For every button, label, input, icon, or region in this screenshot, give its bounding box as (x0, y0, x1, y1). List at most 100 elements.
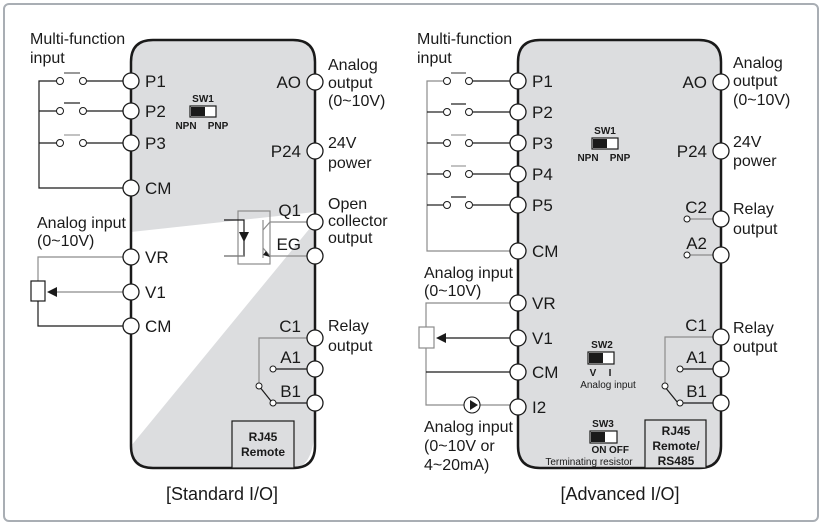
terminal-label: P1 (145, 72, 166, 91)
terminal-p5[interactable]: P5 (509, 196, 553, 215)
standard-sw1-switch[interactable]: SW1 NPN PNP (175, 94, 228, 132)
terminal-cm-analog[interactable]: CM (122, 317, 171, 336)
terminal-p1[interactable]: P1 (509, 72, 553, 91)
terminal-a2[interactable]: A2 (686, 234, 730, 264)
sw3-title: SW3 (592, 419, 614, 430)
standard-rj45-port[interactable]: RJ45 Remote (231, 420, 295, 469)
terminal-cm[interactable]: CM (509, 242, 558, 261)
sw1-left-label: NPN (175, 121, 196, 132)
sw1-right-label: PNP (208, 121, 229, 132)
sw3-right-label: OFF (609, 445, 629, 456)
terminal-label: V1 (145, 283, 166, 302)
advanced-rj45-port[interactable]: RJ45 Remote/ RS485 (644, 419, 707, 469)
terminal-label: AO (276, 73, 301, 92)
advanced-left-terminals: P1 P2 P3 P4 P5 CM VR V1 CM I2 (509, 72, 558, 417)
terminal-label: B1 (686, 382, 707, 401)
current-source-icon (463, 396, 481, 414)
terminal-ao[interactable]: AO (682, 73, 730, 92)
terminal-label: I2 (532, 398, 546, 417)
terminal-label: C1 (685, 316, 707, 335)
terminal-cm[interactable]: CM (122, 179, 171, 198)
terminal-p3[interactable]: P3 (122, 134, 166, 153)
terminal-p24[interactable]: P24 (677, 142, 730, 161)
standard-p24-label-2: power (328, 155, 372, 172)
terminal-label: V1 (532, 329, 553, 348)
advanced-relay1-wiring (664, 336, 713, 404)
terminal-p2[interactable]: P2 (509, 103, 553, 122)
standard-relay-label-2: output (328, 338, 373, 355)
standard-ao-label-3: (0~10V) (328, 93, 385, 110)
terminal-label: P2 (532, 103, 553, 122)
optocoupler-icon (224, 210, 307, 265)
terminal-a1[interactable]: A1 (686, 348, 730, 378)
terminal-label: A2 (686, 234, 707, 253)
pushbutton-p4 (443, 165, 473, 178)
terminal-p1[interactable]: P1 (122, 72, 166, 91)
advanced-sw3-switch[interactable]: SW3 ON OFF Terminating resistor (545, 419, 633, 468)
rj45-label-2: Remote/ (652, 439, 700, 453)
terminal-q1[interactable]: Q1 (278, 201, 324, 231)
relay-common-contact (661, 382, 669, 390)
rj45-label-3: RS485 (658, 454, 695, 468)
standard-ao-label-1: Analog (328, 57, 378, 74)
terminal-label: Q1 (278, 201, 301, 220)
terminal-label: A1 (280, 348, 301, 367)
standard-relay-label-1: Relay (328, 318, 369, 335)
terminal-vr[interactable]: VR (509, 294, 556, 313)
terminal-label: C1 (279, 317, 301, 336)
terminal-label: P5 (532, 196, 553, 215)
wiper-arrow-icon (47, 287, 57, 297)
potentiometer-icon (30, 280, 46, 302)
advanced-sw2-switch[interactable]: SW2 V I Analog input (580, 340, 636, 391)
terminal-p2[interactable]: P2 (122, 102, 166, 121)
standard-analog-label-2: (0~10V) (37, 233, 94, 250)
terminal-c1[interactable]: C1 (685, 316, 730, 346)
advanced-analog2-label-1: Analog input (424, 419, 514, 436)
sw2-slider (589, 353, 603, 363)
terminal-label: CM (145, 179, 171, 198)
terminal-eg[interactable]: EG (276, 235, 324, 265)
terminal-a1[interactable]: A1 (280, 348, 324, 378)
terminal-i2[interactable]: I2 (509, 398, 546, 417)
advanced-analog-label-1: Analog input (424, 265, 514, 282)
potentiometer-icon (418, 326, 435, 349)
terminal-p3[interactable]: P3 (509, 134, 553, 153)
sw1-slider (593, 139, 607, 148)
terminal-c1[interactable]: C1 (279, 317, 324, 347)
standard-oc-label-3: output (328, 230, 373, 247)
pushbutton-p3 (56, 134, 87, 147)
standard-pushbuttons (56, 72, 87, 147)
standard-panel-top-edge (129, 38, 317, 63)
advanced-relay2-wiring (690, 218, 713, 256)
terminal-ao[interactable]: AO (276, 73, 324, 92)
terminal-c2[interactable]: C2 (685, 198, 730, 228)
terminal-label: CM (145, 317, 171, 336)
advanced-multifunction-label-1: Multi-function (417, 31, 512, 48)
standard-oc-label-2: collector (328, 213, 388, 230)
advanced-analog2-label-3: 4~20mA) (424, 457, 489, 474)
advanced-relay2-label-2: output (733, 221, 778, 238)
advanced-relay1-label-1: Relay (733, 320, 774, 337)
pushbutton-p3 (443, 134, 473, 147)
terminal-p24[interactable]: P24 (271, 142, 324, 161)
advanced-ao-label-2: output (733, 73, 778, 90)
terminal-label: CM (532, 242, 558, 261)
standard-io-caption: [Standard I/O] (166, 484, 278, 504)
terminal-cm-analog[interactable]: CM (509, 363, 558, 382)
advanced-panel (516, 38, 723, 470)
advanced-sw1-switch[interactable]: SW1 NPN PNP (577, 126, 630, 164)
advanced-input-wiring (426, 80, 510, 252)
terminal-label: P3 (145, 134, 166, 153)
standard-multifunction-label-2: input (30, 50, 65, 67)
terminal-label: P24 (677, 142, 707, 161)
terminal-label: VR (145, 248, 169, 267)
standard-oc-label-1: Open (328, 196, 367, 213)
terminal-v1[interactable]: V1 (509, 329, 553, 348)
terminal-p4[interactable]: P4 (509, 165, 553, 184)
pushbutton-p2 (56, 102, 87, 115)
terminal-b1[interactable]: B1 (280, 382, 324, 412)
terminal-vr[interactable]: VR (122, 248, 169, 267)
terminal-v1[interactable]: V1 (122, 283, 166, 302)
terminal-b1[interactable]: B1 (686, 382, 730, 412)
terminal-label: P2 (145, 102, 166, 121)
